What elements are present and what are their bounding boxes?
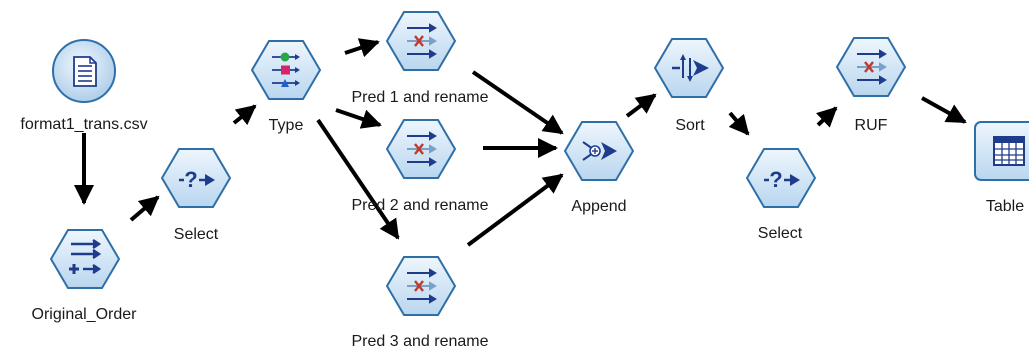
filter-icon <box>857 49 887 85</box>
connector-pred1-append <box>471 70 564 135</box>
label-source-file: format1_trans.csv <box>20 116 148 133</box>
derive-icon <box>69 239 102 274</box>
connector-type-pred3 <box>316 118 400 240</box>
label-select-2: Select <box>757 225 803 242</box>
node-type[interactable] <box>250 40 322 100</box>
svg-text:?: ? <box>184 167 197 192</box>
sort-icon <box>672 54 709 82</box>
connector-sort-select <box>728 111 750 136</box>
label-pred-2: Pred 2 and rename <box>351 197 489 214</box>
table-icon <box>993 136 1025 166</box>
label-pred-3: Pred 3 and rename <box>351 333 489 350</box>
node-table[interactable] <box>974 121 1029 181</box>
connector-select-type <box>232 104 257 126</box>
connector-type-pred2 <box>335 108 382 129</box>
node-original-order[interactable] <box>49 229 121 289</box>
label-type: Type <box>268 117 304 134</box>
append-icon <box>582 141 617 161</box>
node-pred-3[interactable] <box>385 256 457 316</box>
label-pred-1: Pred 1 and rename <box>351 89 489 106</box>
node-pred-2[interactable] <box>385 119 457 179</box>
select-icon: ? <box>179 167 215 192</box>
connector-ruf-table <box>921 96 967 124</box>
node-pred-1[interactable] <box>385 11 457 71</box>
label-select-1: Select <box>173 226 219 243</box>
connector-pred3-append <box>466 173 564 247</box>
select-icon: ? <box>764 167 800 192</box>
svg-text:?: ? <box>769 167 782 192</box>
node-source-file[interactable] <box>52 39 116 103</box>
node-ruf[interactable] <box>835 37 907 97</box>
connections <box>74 38 967 247</box>
label-table: Table <box>985 198 1025 215</box>
node-select-1[interactable]: ? <box>160 148 232 208</box>
connector-type-pred1 <box>344 38 380 58</box>
filter-icon <box>407 23 437 59</box>
variable-file-icon <box>73 56 97 87</box>
label-append: Append <box>571 198 627 215</box>
node-append[interactable] <box>563 121 635 181</box>
type-icon <box>272 52 300 87</box>
label-sort: Sort <box>675 117 705 134</box>
node-sort[interactable] <box>653 38 725 98</box>
label-original-order: Original_Order <box>31 306 137 323</box>
connector-append-sort <box>625 93 657 118</box>
label-ruf: RUF <box>854 117 888 134</box>
connector-original-select <box>129 195 160 222</box>
node-select-2[interactable]: ? <box>745 148 817 208</box>
connector-select-ruf <box>816 106 838 128</box>
filter-icon <box>407 131 437 167</box>
filter-icon <box>407 268 437 304</box>
